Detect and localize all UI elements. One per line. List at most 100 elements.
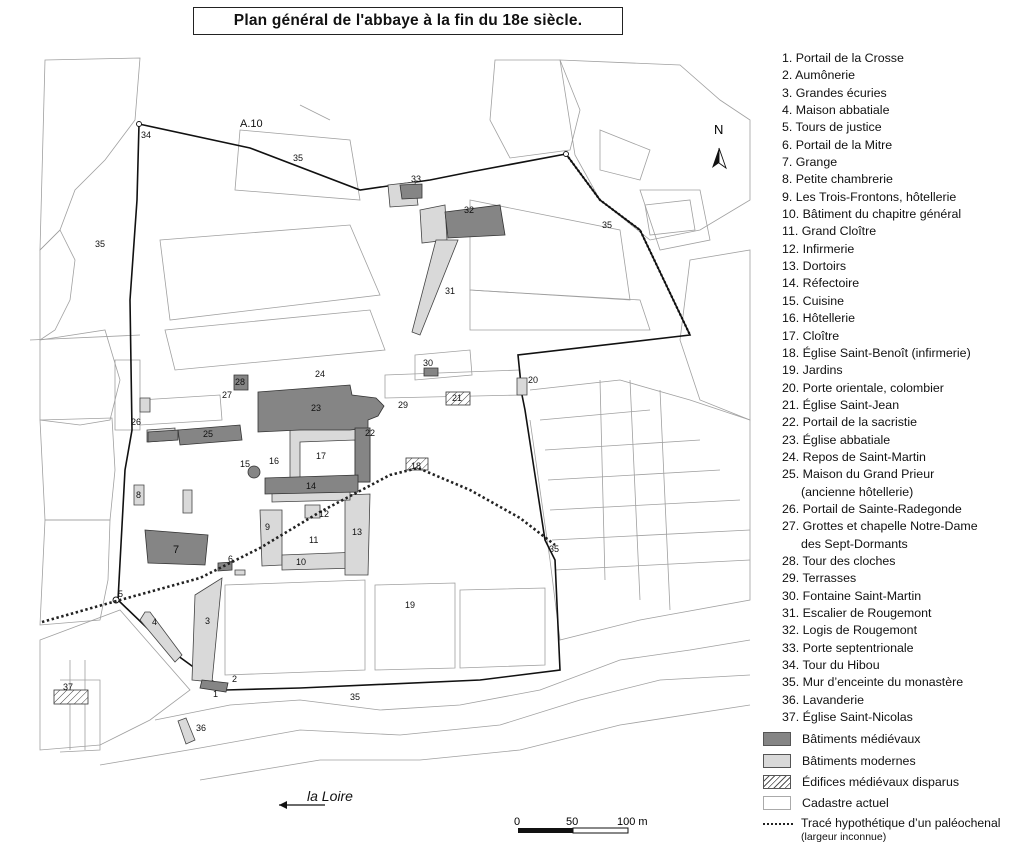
label-10: 10 <box>296 557 306 567</box>
label-7: 7 <box>173 544 179 556</box>
swatch-cadastre <box>763 796 791 810</box>
label-2: 2 <box>232 674 237 684</box>
key-lost-label: Édifices médiévaux disparus <box>802 775 960 789</box>
key-cadastre: Cadastre actuel <box>763 796 889 810</box>
legend-item: 23. Église abbatiale <box>782 432 891 447</box>
legend-item: 15. Cuisine <box>782 293 844 308</box>
modern-buildings <box>133 181 528 745</box>
north-arrow-icon: N <box>712 122 727 170</box>
key-modern-label: Bâtiments modernes <box>802 754 916 768</box>
label-24: 24 <box>315 369 325 379</box>
label-31: 31 <box>445 286 455 296</box>
label-5: 5 <box>118 589 123 599</box>
label-21: 21 <box>452 393 462 403</box>
label-3: 3 <box>205 616 210 626</box>
legend-item: 21. Église Saint-Jean <box>782 397 900 412</box>
label-14: 14 <box>306 481 316 491</box>
label-19: 19 <box>405 600 415 610</box>
legend-item: 14. Réfectoire <box>782 276 860 291</box>
key-modern: Bâtiments modernes <box>763 754 916 768</box>
swatch-modern <box>763 754 791 768</box>
medieval-buildings <box>144 183 506 693</box>
legend-item: 11. Grand Cloître <box>782 224 877 239</box>
key-paleo-note: (largeur inconnue) <box>801 831 887 843</box>
legend-item: 9. Les Trois-Frontons, hôtellerie <box>782 189 957 204</box>
legend-item: 8. Petite chambrerie <box>782 172 893 187</box>
map-labels: 1 2 3 4 5 6 7 8 9 10 11 12 13 14 15 16 1… <box>63 118 612 733</box>
label-16: 16 <box>269 456 279 466</box>
label-26: 26 <box>131 417 141 427</box>
parcel-label: A.10 <box>240 118 263 130</box>
scale-end: 100 m <box>617 816 648 828</box>
legend-item: 22. Portail de la sacristie <box>782 415 917 430</box>
label-35-north: 35 <box>293 153 303 163</box>
legend-item: 31. Escalier de Rougemont <box>782 606 932 620</box>
legend-item: 32. Logis de Rougemont <box>782 623 918 638</box>
label-29: 29 <box>398 400 408 410</box>
legend-item: des Sept-Dormants <box>801 536 908 551</box>
label-27: 27 <box>222 390 232 400</box>
label-8: 8 <box>136 490 141 500</box>
legend-item: 36. Lavanderie <box>782 692 864 707</box>
river-label: la Loire <box>307 788 353 804</box>
legend-item: 3. Grandes écuries <box>782 85 887 100</box>
north-label: N <box>714 122 723 137</box>
label-23: 23 <box>311 403 321 413</box>
legend-item: (ancienne hôtellerie) <box>801 484 914 499</box>
legend-item: 24. Repos de Saint-Martin <box>782 449 926 464</box>
legend-item: 1. Portail de la Crosse <box>782 51 904 65</box>
label-34: 34 <box>141 130 151 140</box>
label-13: 13 <box>352 527 362 537</box>
legend-item: 35. Mur d’enceinte du monastère <box>782 675 964 690</box>
label-37: 37 <box>63 682 73 692</box>
label-35-south: 35 <box>350 692 360 702</box>
legend-item: 29. Terrasses <box>782 571 857 586</box>
river-direction-arrow-icon <box>279 801 325 809</box>
label-4: 4 <box>152 617 157 627</box>
legend-item: 28. Tour des cloches <box>782 553 896 568</box>
label-20: 20 <box>528 375 538 385</box>
label-35-southeast: 35 <box>549 544 559 554</box>
label-28: 28 <box>235 377 245 387</box>
key-medieval: Bâtiments médiévaux <box>763 732 920 746</box>
key-paleo-label: Tracé hypothétique d’un paléochenal <box>801 816 1001 830</box>
key-lost: Édifices médiévaux disparus <box>763 775 959 789</box>
scale-bar: 0 50 100 m <box>514 816 648 834</box>
key-paleochannel: Tracé hypothétique d’un paléochenal <box>763 816 1000 830</box>
label-17: 17 <box>316 451 326 461</box>
map-title: Plan général de l'abbaye à la fin du 18e… <box>193 7 623 35</box>
legend-item: 13. Dortoirs <box>782 259 847 274</box>
label-18: 18 <box>411 461 421 471</box>
legend-item: 25. Maison du Grand Prieur <box>782 467 935 482</box>
key-medieval-label: Bâtiments médiévaux <box>802 732 921 746</box>
legend-item: 18. Église Saint-Benoît (infirmerie) <box>782 345 971 360</box>
legend-item: 20. Porte orientale, colombier <box>782 380 944 395</box>
legend-item: 33. Porte septentrionale <box>782 640 914 655</box>
legend-item: 7. Grange <box>782 155 838 170</box>
cadastre-parcels <box>29 57 751 781</box>
legend-item: 5. Tours de justice <box>782 120 882 135</box>
legend-item: 19. Jardins <box>782 363 843 378</box>
swatch-medieval <box>763 732 791 746</box>
legend-item: 12. Infirmerie <box>782 241 855 256</box>
label-32: 32 <box>464 205 474 215</box>
legend-item: 16. Hôtellerie <box>782 311 856 326</box>
legend-item: 37. Église Saint-Nicolas <box>782 710 913 725</box>
legend-item: 26. Portail de Sainte-Radegonde <box>782 501 962 516</box>
enclosure-wall <box>117 123 692 691</box>
legend-item: 34. Tour du Hibou <box>782 658 880 673</box>
paleochannel-line <box>41 466 556 624</box>
swatch-lost <box>763 775 791 789</box>
legend-item: 27. Grottes et chapelle Notre-Dame <box>782 519 978 534</box>
label-36: 36 <box>196 723 206 733</box>
label-11: 11 <box>309 535 318 545</box>
label-33: 33 <box>411 174 421 184</box>
scale-mid: 50 <box>566 816 578 828</box>
label-15: 15 <box>240 459 250 469</box>
legend-item: 17. Cloître <box>782 328 840 343</box>
label-1: 1 <box>213 689 218 699</box>
label-22: 22 <box>365 428 375 438</box>
legend-item: 30. Fontaine Saint-Martin <box>782 588 922 603</box>
